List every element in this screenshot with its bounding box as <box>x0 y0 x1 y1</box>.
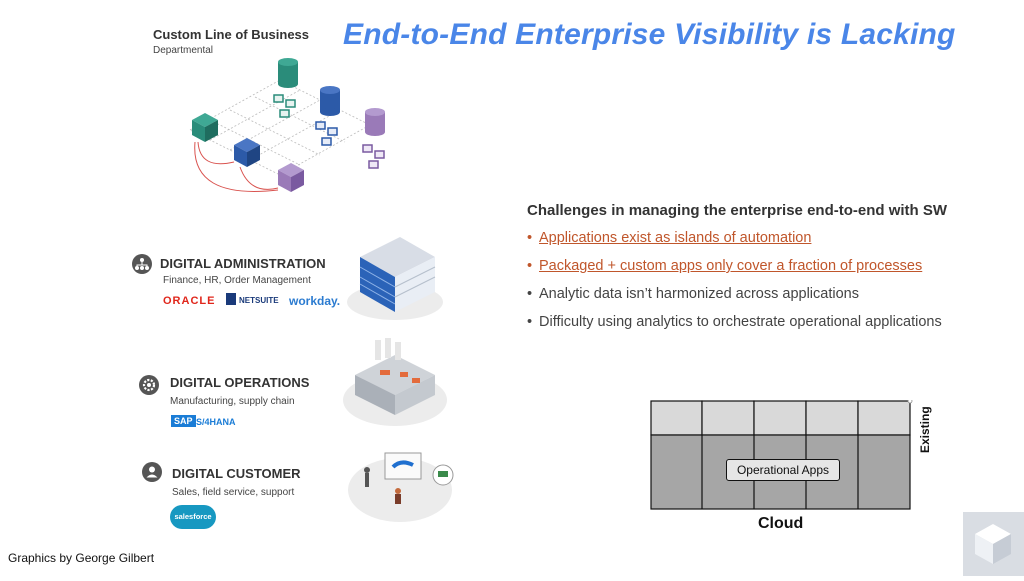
cube-logo-icon <box>975 524 1011 564</box>
challenge-bullet: •Packaged + custom apps only cover a fra… <box>527 258 923 274</box>
digital-administration-subtitle: Finance, HR, Order Management <box>163 275 311 286</box>
digital-customer-title: DIGITAL CUSTOMER <box>172 466 301 481</box>
digital-operations-title: DIGITAL OPERATIONS <box>170 375 310 390</box>
lob-isometric-diagram <box>189 58 385 192</box>
factory-illustration <box>343 338 447 426</box>
database-icon <box>320 86 340 116</box>
existing-label: Existing <box>918 406 932 453</box>
operational-apps-label: Operational Apps <box>736 463 830 477</box>
database-icon <box>365 108 385 136</box>
cloud-label: Cloud <box>758 515 804 532</box>
challenge-bullet: •Difficulty using analytics to orchestra… <box>527 314 942 330</box>
salesforce-logo-cloud: salesforce <box>170 505 216 529</box>
challenge-text: Applications exist as islands of automat… <box>539 230 812 246</box>
digital-operations-subtitle: Manufacturing, supply chain <box>170 396 295 407</box>
challenge-bullet: •Analytic data isn’t harmonized across a… <box>527 286 859 302</box>
database-icon <box>278 58 298 88</box>
cube-icon <box>278 163 304 192</box>
digital-administration-title: DIGITAL ADMINISTRATION <box>160 256 326 271</box>
lob-subtitle: Departmental <box>153 45 214 56</box>
workday-logo: workday. <box>289 294 341 308</box>
operational-apps-grid <box>650 400 913 510</box>
netsuite-logo: NETSUITE <box>239 296 279 305</box>
digital-customer-subtitle: Sales, field service, support <box>172 487 295 498</box>
salesforce-logo: salesforce <box>174 512 212 521</box>
challenges-heading: Challenges in managing the enterprise en… <box>527 202 948 219</box>
s4hana-logo: S/4HANA <box>196 417 236 427</box>
oracle-logo: ORACLE <box>163 295 216 307</box>
gear-icon <box>139 375 159 395</box>
person-icon <box>142 462 162 482</box>
office-building-illustration <box>347 237 443 320</box>
customer-scene-illustration <box>348 452 454 522</box>
corner-logo <box>963 512 1024 576</box>
org-chart-icon <box>132 254 152 274</box>
challenge-text: Difficulty using analytics to orchestrat… <box>539 314 942 330</box>
cube-icon <box>192 113 218 142</box>
challenge-text: Analytic data isn’t harmonized across ap… <box>539 286 859 302</box>
slide-title: End-to-End Enterprise Visibility is Lack… <box>343 18 956 51</box>
challenge-text: Packaged + custom apps only cover a frac… <box>539 258 923 274</box>
operational-apps-label-box: Operational Apps <box>726 459 840 481</box>
graphics-credit-caption: Graphics by George Gilbert <box>8 551 155 565</box>
sap-logo: SAP <box>171 415 196 427</box>
lob-title: Custom Line of Business <box>153 27 310 42</box>
cube-icon <box>234 138 260 167</box>
challenge-bullet: •Applications exist as islands of automa… <box>527 230 812 246</box>
netsuite-mark-icon <box>226 293 236 305</box>
